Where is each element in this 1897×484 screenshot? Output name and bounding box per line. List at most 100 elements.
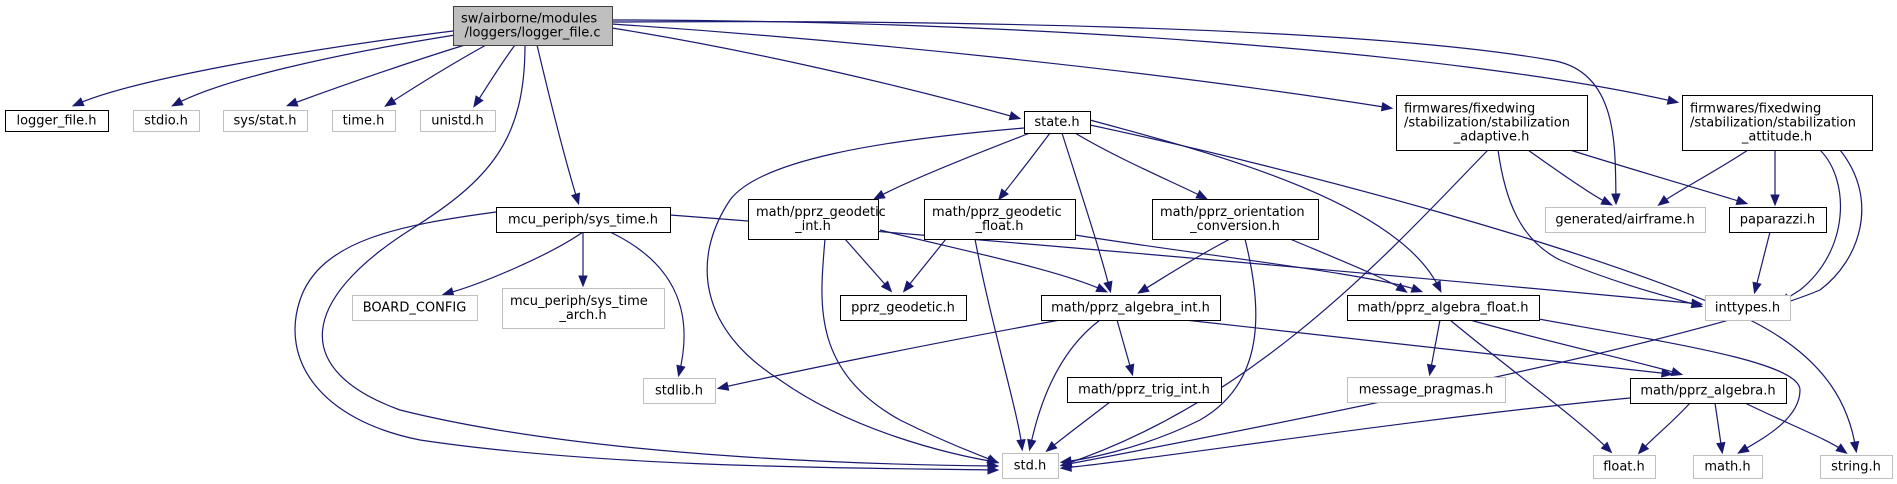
node-label: /stabilization/stabilization: [1404, 116, 1570, 131]
edge-orientation_conv_h-to-algebra_int_h: [1137, 238, 1231, 294]
edge-line: [1029, 319, 1101, 449]
node-pprz-geodetic-h[interactable]: pprz_geodetic.h: [840, 295, 967, 321]
node-box: [1705, 295, 1791, 321]
node-label: math/pprz_geodetic: [756, 205, 886, 220]
node-label: std.h: [1014, 459, 1047, 474]
node-trig-int-h[interactable]: math/pprz_trig_int.h: [1067, 377, 1222, 403]
edge-algebra_int_h-to-trig_int_h: [1116, 319, 1135, 377]
edge-line: [474, 44, 516, 106]
edge-line: [974, 238, 1023, 449]
node-geodetic-float-h[interactable]: math/pprz_geodetic_float.h: [924, 199, 1076, 240]
arrowhead-icon: [1657, 195, 1670, 207]
arrowhead-icon: [1045, 440, 1058, 453]
edge-sys_time_h-to-board_config: [441, 231, 584, 297]
edge-geodetic_int_h-to-std_h: [821, 238, 1000, 464]
edge-pprz_algebra_h-to-math_h: [1714, 402, 1726, 455]
arrowhead-icon: [1410, 283, 1424, 293]
node-label: _float.h: [974, 219, 1023, 234]
edge-stab_adaptive_h-to-paparazzi_h: [1569, 149, 1749, 205]
arrowhead-icon: [285, 97, 299, 107]
edge-line: [1062, 149, 1863, 466]
arrowhead-icon: [1195, 189, 1208, 200]
arrowhead-icon: [1666, 95, 1680, 105]
node-label: string.h: [1831, 460, 1881, 475]
edge-pprz_algebra_h-to-string_h: [1744, 402, 1848, 454]
node-box: [1067, 377, 1222, 403]
edge-line: [1116, 319, 1133, 374]
edge-state_h-to-orientation_conv_h: [1074, 132, 1208, 200]
edge-line: [1744, 402, 1846, 453]
node-logger-file-h[interactable]: logger_file.h: [5, 110, 109, 132]
node-stab-attitude-h[interactable]: firmwares/fixedwing/stabilization/stabil…: [1682, 95, 1873, 151]
arrowhead-icon: [986, 454, 1000, 464]
edge-logger_file_c-to-airframe_h: [611, 21, 1621, 206]
node-label: float.h: [1603, 460, 1645, 475]
node-orientation-conv-h[interactable]: math/pprz_orientation_conversion.h: [1152, 199, 1319, 240]
node-airframe-h: generated/airframe.h: [1545, 207, 1706, 233]
node-pprz-algebra-h[interactable]: math/pprz_algebra.h: [1630, 378, 1787, 404]
edge-line: [821, 238, 997, 463]
node-label: math/pprz_algebra.h: [1640, 384, 1775, 399]
arrowhead-icon: [1735, 195, 1749, 205]
edge-line: [1062, 149, 1489, 466]
edge-logger_file_c-to-unistd_h: [473, 44, 516, 108]
node-label: stdlib.h: [655, 384, 703, 399]
node-layer: sw/airborne/modules/loggers/logger_file.…: [5, 6, 1893, 479]
edge-line: [1449, 319, 1611, 452]
node-sys-time-h[interactable]: mcu_periph/sys_time.h: [496, 207, 671, 233]
node-paparazzi-h[interactable]: paparazzi.h: [1729, 207, 1827, 233]
node-label: _adaptive.h: [1453, 130, 1530, 145]
edge-line: [288, 43, 469, 106]
node-float-h: float.h: [1593, 455, 1656, 479]
node-stdio-h: stdio.h: [133, 110, 200, 132]
node-label: sys/stat.h: [234, 114, 297, 129]
arrowhead-icon: [1690, 299, 1704, 309]
node-stab-adaptive-h[interactable]: firmwares/fixedwing/stabilization/stabil…: [1396, 95, 1588, 151]
node-logger-file-c[interactable]: sw/airborne/modules/loggers/logger_file.…: [453, 6, 613, 46]
arrowhead-icon: [1016, 439, 1026, 452]
node-math-h: math.h: [1693, 455, 1763, 479]
edge-line: [1089, 124, 1857, 451]
edge-algebra_float_h-to-message_pragmas_h: [1426, 319, 1441, 377]
arrowhead-icon: [1027, 438, 1037, 452]
node-stdlib-h: stdlib.h: [643, 378, 716, 404]
arrowhead-icon: [1008, 111, 1022, 121]
edge-stab_attitude_h-to-std_h: [1059, 149, 1863, 469]
node-box: [332, 110, 396, 132]
node-algebra-int-h[interactable]: math/pprz_algebra_int.h: [1041, 295, 1221, 321]
node-label: firmwares/fixedwing: [1690, 102, 1821, 117]
arrowhead-icon: [1600, 196, 1614, 206]
edge-algebra_int_h-to-std_h: [1027, 319, 1101, 452]
edge-geodetic_float_h-to-algebra_float_h: [1074, 234, 1424, 293]
arrowhead-icon: [1600, 441, 1613, 454]
arrowhead-icon: [987, 465, 1000, 475]
edge-line: [1074, 234, 1421, 292]
node-box: [420, 110, 496, 132]
node-box: [1820, 455, 1893, 479]
arrowhead-icon: [1432, 280, 1442, 294]
edge-algebra_int_h-to-pprz_algebra_h: [1184, 319, 1674, 378]
edge-line: [1089, 119, 1441, 291]
node-box: [1682, 95, 1873, 151]
node-box: [1545, 207, 1706, 233]
edge-state_h-to-string_h: [1089, 124, 1860, 454]
edge-stab_attitude_h-to-paparazzi_h: [1770, 150, 1780, 207]
node-box: [223, 110, 308, 132]
node-label: BOARD_CONFIG: [363, 301, 467, 316]
node-geodetic-int-h[interactable]: math/pprz_geodetic_int.h: [748, 199, 886, 240]
node-label: time.h: [343, 114, 385, 129]
edge-line: [611, 27, 1019, 119]
node-inttypes-h: inttypes.h: [1705, 295, 1791, 321]
node-algebra-float-h[interactable]: math/pprz_algebra_float.h: [1347, 295, 1540, 321]
edge-line: [875, 132, 1031, 199]
arrowhead-icon: [1670, 367, 1684, 377]
edge-line: [611, 19, 1677, 103]
edge-orientation_conv_h-to-algebra_float_h: [1289, 238, 1408, 293]
arrowhead-icon: [578, 275, 588, 288]
arrowhead-icon: [1103, 280, 1113, 294]
edge-paparazzi_h-to-inttypes_h: [1752, 231, 1771, 295]
arrowhead-icon: [1637, 442, 1650, 455]
edge-line: [444, 231, 584, 295]
node-state-h[interactable]: state.h: [1024, 111, 1091, 134]
edge-line: [609, 231, 685, 375]
